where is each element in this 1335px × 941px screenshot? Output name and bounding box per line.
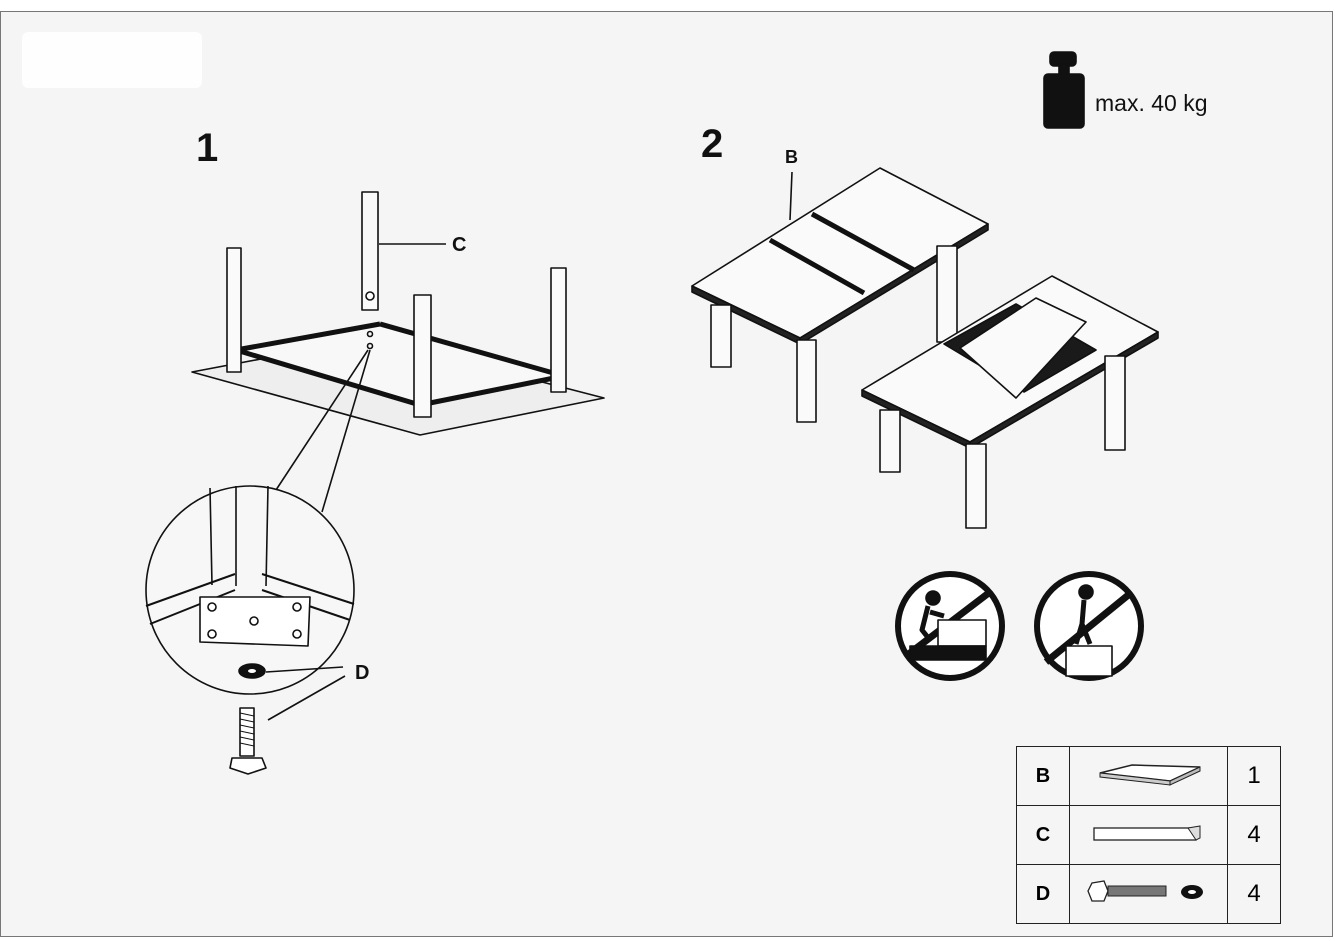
parts-table: B 1 C 4 D bbox=[1016, 746, 1281, 924]
faint-logo bbox=[22, 32, 202, 88]
part-picture bbox=[1069, 746, 1228, 806]
step-number-2: 2 bbox=[701, 122, 724, 166]
bolt-washer-icon bbox=[1087, 880, 1203, 902]
callout-b: B bbox=[785, 147, 798, 167]
part-quantity: 4 bbox=[1227, 864, 1281, 924]
step2-table-illustrations bbox=[691, 167, 1159, 529]
part-key: C bbox=[1016, 805, 1070, 865]
step1-table-illustration bbox=[145, 191, 605, 775]
part-key: B bbox=[1016, 746, 1070, 806]
callout-c: C bbox=[452, 234, 467, 256]
part-quantity: 1 bbox=[1227, 746, 1281, 806]
step-number-1: 1 bbox=[196, 126, 219, 170]
weight-icon bbox=[1043, 51, 1085, 129]
part-quantity: 4 bbox=[1227, 805, 1281, 865]
part-picture bbox=[1069, 805, 1228, 865]
table-row: D 4 bbox=[1016, 864, 1281, 924]
part-picture bbox=[1069, 864, 1228, 924]
callout-d: D bbox=[355, 662, 370, 684]
part-key: D bbox=[1016, 864, 1070, 924]
leg-icon bbox=[1093, 825, 1201, 841]
no-sitting-pushing-icon bbox=[895, 571, 1005, 681]
tabletop-leaf-icon bbox=[1099, 764, 1201, 786]
table-row: B 1 bbox=[1016, 746, 1281, 806]
no-standing-icon bbox=[1034, 571, 1144, 681]
table-row: C 4 bbox=[1016, 805, 1281, 865]
max-weight-label: max. 40 kg bbox=[1095, 90, 1208, 116]
